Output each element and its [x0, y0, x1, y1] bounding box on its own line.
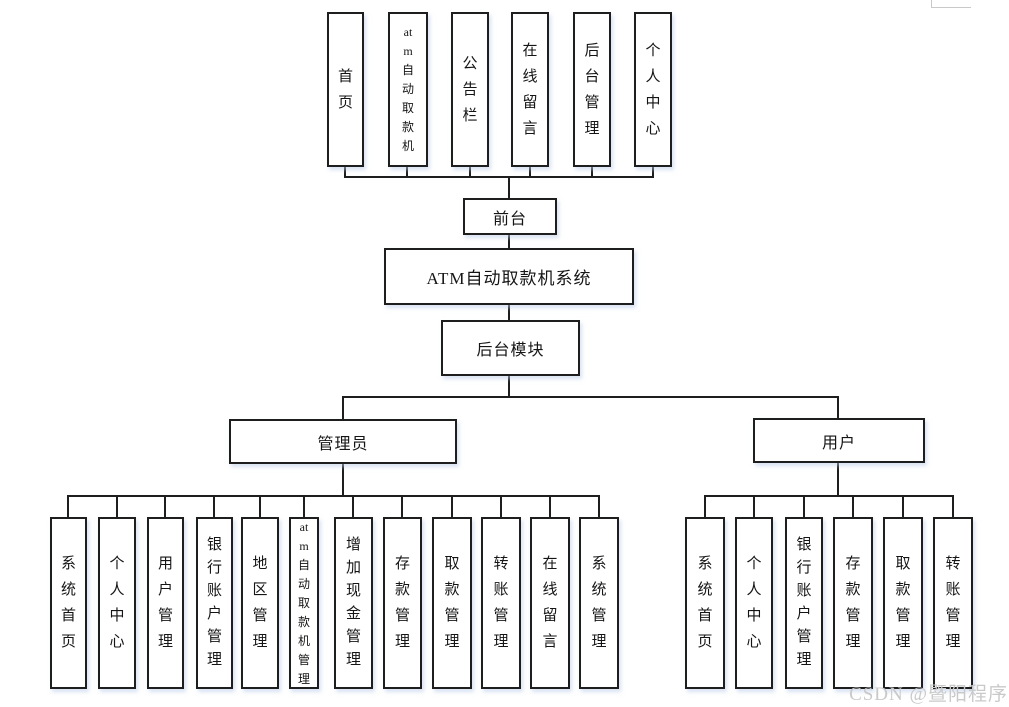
node-backstage-manage: 后台管理	[573, 12, 611, 167]
node-label: 个人中心	[746, 556, 762, 650]
connector-line	[469, 167, 471, 178]
connector-line	[67, 495, 600, 497]
node-root-system: ATM自动取款机系统	[384, 248, 634, 305]
node-label: ATM自动取款机系统	[426, 269, 592, 288]
connector-line	[342, 396, 344, 419]
connector-line	[259, 495, 261, 517]
connector-line	[500, 495, 502, 517]
connector-line	[342, 464, 344, 497]
node-label: 增加现金管理	[345, 537, 361, 668]
connector-line	[598, 495, 600, 517]
node-label: 在线留言	[542, 556, 558, 650]
node-admin-withdraw-manage: 取款管理	[432, 517, 472, 689]
node-home: 首页	[327, 12, 364, 167]
node-label: 在线留言	[522, 42, 538, 137]
csdn-watermark: CSDN @暨阳程序	[849, 684, 1008, 705]
node-admin-role: 管理员	[229, 419, 457, 464]
node-admin-region-manage: 地区管理	[241, 517, 279, 689]
connector-line	[164, 495, 166, 517]
node-user-role: 用户	[753, 418, 925, 463]
node-user-deposit-manage: 存款管理	[833, 517, 873, 689]
node-admin-bank-account-manage: 银行账户管理	[196, 517, 233, 689]
node-admin-personal-center: 个人中心	[98, 517, 136, 689]
node-label: 用户	[821, 434, 856, 452]
node-label: 存款管理	[394, 556, 410, 650]
node-label: 取款管理	[444, 556, 460, 650]
node-notice-board: 公告栏	[451, 12, 489, 167]
node-label: 公告栏	[462, 55, 478, 124]
node-label: 银行账户管理	[206, 537, 222, 668]
node-label: 系统首页	[697, 556, 713, 650]
node-label: 后台管理	[584, 42, 600, 137]
node-label: 个人中心	[109, 556, 125, 650]
connector-line	[837, 463, 839, 497]
connector-line	[406, 167, 408, 178]
connector-line	[753, 495, 755, 517]
page-edge-artifact-h	[931, 7, 971, 8]
connector-line	[803, 495, 805, 517]
node-label: 用户管理	[157, 556, 173, 650]
node-label: atm自动取款机	[401, 25, 414, 153]
node-label: 管理员	[317, 435, 369, 453]
node-label: 银行账户管理	[796, 537, 812, 668]
connector-line	[902, 495, 904, 517]
connector-line	[549, 495, 551, 517]
node-label: 系统首页	[60, 556, 76, 650]
node-personal-center: 个人中心	[634, 12, 672, 167]
node-backend-module: 后台模块	[441, 320, 580, 376]
node-admin-add-cash-manage: 增加现金管理	[334, 517, 373, 689]
node-label: 系统管理	[591, 556, 607, 650]
connector-line	[652, 167, 654, 178]
node-label: 前台	[492, 210, 527, 228]
connector-line	[67, 495, 69, 517]
node-label: 取款管理	[895, 556, 911, 650]
node-admin-user-manage: 用户管理	[147, 517, 184, 689]
node-atm-machine: atm自动取款机	[388, 12, 428, 167]
node-label: 后台模块	[476, 342, 545, 359]
node-label: 个人中心	[645, 42, 661, 137]
connector-line	[352, 495, 354, 517]
node-label: 转账管理	[493, 556, 509, 650]
node-admin-deposit-manage: 存款管理	[383, 517, 422, 689]
node-label: 首页	[337, 68, 353, 111]
connector-line	[344, 167, 346, 178]
connector-line	[508, 235, 510, 248]
node-user-withdraw-manage: 取款管理	[883, 517, 923, 689]
node-admin-transfer-manage: 转账管理	[481, 517, 521, 689]
connector-line	[508, 376, 510, 398]
connector-line	[303, 495, 305, 517]
connector-line	[116, 495, 118, 517]
connector-line	[508, 305, 510, 320]
connector-line	[952, 495, 954, 517]
node-user-system-home: 系统首页	[685, 517, 725, 689]
connector-line	[213, 495, 215, 517]
node-label: 存款管理	[845, 556, 861, 650]
connector-line	[704, 495, 954, 497]
node-label: atm自动取款机管理	[297, 519, 310, 686]
node-user-personal-center: 个人中心	[735, 517, 773, 689]
node-admin-system-home: 系统首页	[50, 517, 87, 689]
node-user-bank-account-manage: 银行账户管理	[785, 517, 823, 689]
connector-line	[342, 396, 839, 398]
connector-line	[344, 176, 654, 178]
connector-line	[852, 495, 854, 517]
connector-line	[837, 396, 839, 418]
node-admin-atm-manage: atm自动取款机管理	[289, 517, 319, 689]
node-admin-online-message: 在线留言	[530, 517, 570, 689]
node-label: 地区管理	[252, 556, 268, 650]
connector-line	[451, 495, 453, 517]
connector-line	[508, 176, 510, 198]
node-label: 转账管理	[945, 556, 961, 650]
node-online-message: 在线留言	[511, 12, 549, 167]
node-frontend: 前台	[463, 198, 557, 235]
node-admin-system-manage: 系统管理	[579, 517, 619, 689]
connector-line	[529, 167, 531, 178]
connector-line	[704, 495, 706, 517]
node-user-transfer-manage: 转账管理	[933, 517, 973, 689]
connector-line	[591, 167, 593, 178]
page-edge-artifact-v	[931, 0, 932, 8]
connector-line	[401, 495, 403, 517]
